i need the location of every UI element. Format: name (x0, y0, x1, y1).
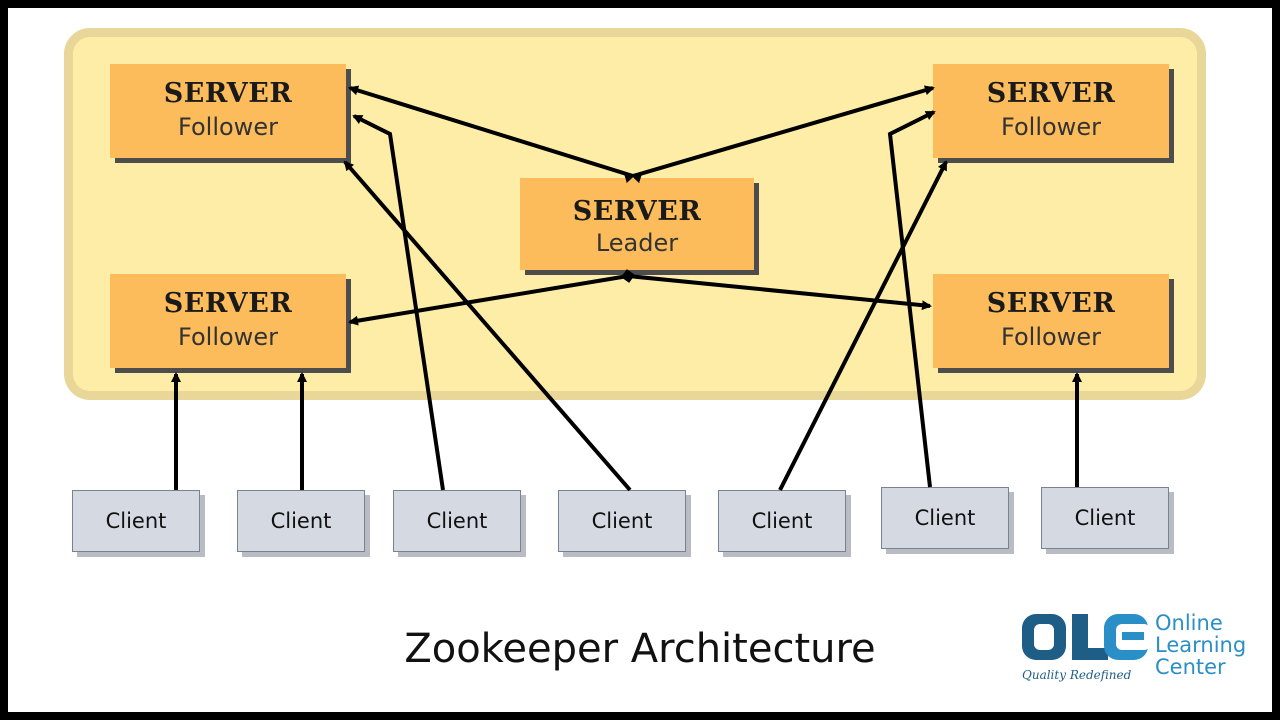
client-box: Client (237, 490, 365, 552)
olc-logo-icon (1022, 614, 1150, 660)
server-role: Follower (1001, 323, 1101, 351)
client-6-arrow (887, 110, 936, 488)
client-box: Client (393, 490, 521, 552)
server-follower-bottom-left: SERVER Follower (110, 274, 346, 368)
leader-to-top-right-arrow (623, 85, 935, 184)
client-box: Client (558, 490, 686, 552)
leader-to-top-left-arrow (348, 85, 643, 184)
logo-name-line: Learning (1155, 633, 1247, 657)
server-follower-bottom-right: SERVER Follower (933, 274, 1169, 368)
leader-to-bottom-right-arrow (627, 274, 932, 311)
client-box: Client (1041, 487, 1169, 549)
leader-to-bottom-left-arrow (348, 269, 635, 326)
client-box: Client (718, 490, 846, 552)
client-4-arrow (343, 160, 632, 492)
client-5-arrow (778, 160, 948, 491)
server-title: SERVER (986, 288, 1116, 319)
server-follower-top-left: SERVER Follower (110, 64, 346, 158)
server-title: SERVER (163, 78, 293, 109)
client-box: Client (881, 487, 1009, 549)
server-title: SERVER (572, 196, 702, 227)
server-role: Leader (595, 229, 679, 257)
logo-tagline: Quality Redefined (1022, 668, 1132, 682)
logo-name-line: Online (1155, 611, 1223, 635)
server-role: Follower (178, 323, 278, 351)
logo-name-line: Center (1155, 655, 1226, 679)
client-box: Client (72, 490, 200, 552)
client-3-arrow (352, 114, 445, 491)
server-role: Follower (178, 113, 278, 141)
server-title: SERVER (163, 288, 293, 319)
logo-name: Online Learning Center (1155, 612, 1246, 678)
diagram-caption: Zookeeper Architecture (404, 626, 876, 672)
server-title: SERVER (986, 78, 1116, 109)
server-role: Follower (1001, 113, 1101, 141)
server-leader: SERVER Leader (520, 178, 754, 270)
server-follower-top-right: SERVER Follower (933, 64, 1169, 158)
